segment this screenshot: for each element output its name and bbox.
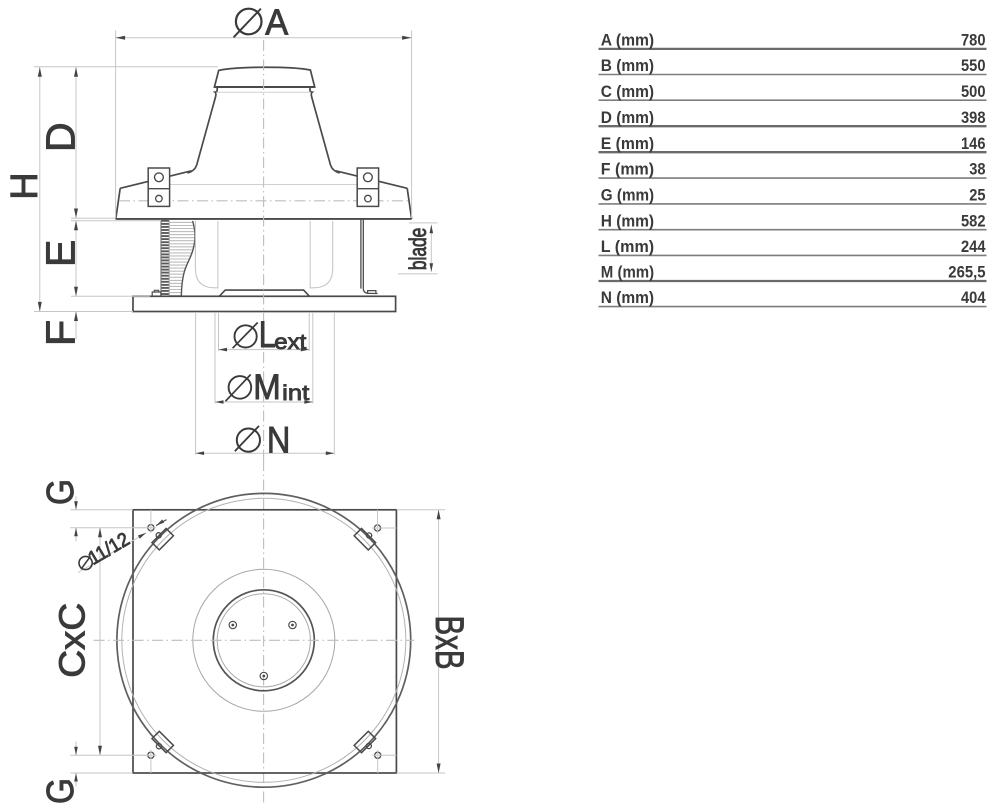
svg-text:L (mm): L (mm) bbox=[601, 237, 654, 256]
svg-text:11/12: 11/12 bbox=[84, 528, 133, 569]
svg-text:BxB: BxB bbox=[427, 616, 471, 670]
svg-text:M: M bbox=[253, 367, 281, 407]
svg-text:B (mm): B (mm) bbox=[601, 56, 654, 75]
svg-text:A: A bbox=[265, 1, 289, 42]
svg-text:F: F bbox=[38, 320, 84, 347]
svg-text:CxC: CxC bbox=[52, 603, 93, 678]
svg-text:G: G bbox=[39, 778, 81, 804]
svg-text:N: N bbox=[267, 418, 291, 460]
svg-text:38: 38 bbox=[969, 160, 985, 179]
svg-text:582: 582 bbox=[961, 211, 986, 230]
svg-text:404: 404 bbox=[961, 288, 986, 307]
svg-text:244: 244 bbox=[961, 237, 986, 256]
svg-text:D: D bbox=[38, 122, 84, 152]
svg-text:L: L bbox=[259, 314, 276, 355]
svg-text:H: H bbox=[4, 172, 46, 199]
svg-text:E (mm): E (mm) bbox=[601, 134, 654, 153]
svg-text:D (mm): D (mm) bbox=[601, 108, 654, 127]
svg-text:N (mm): N (mm) bbox=[601, 288, 654, 307]
svg-text:A (mm): A (mm) bbox=[601, 31, 654, 50]
svg-text:G: G bbox=[39, 479, 81, 505]
svg-text:E: E bbox=[38, 240, 84, 267]
svg-text:blade: blade bbox=[405, 228, 432, 271]
svg-text:H (mm): H (mm) bbox=[601, 211, 654, 230]
svg-text:M (mm): M (mm) bbox=[601, 263, 654, 282]
svg-text:int: int bbox=[282, 381, 309, 405]
svg-text:146: 146 bbox=[961, 134, 986, 153]
svg-text:550: 550 bbox=[961, 56, 986, 75]
svg-text:G (mm): G (mm) bbox=[601, 186, 654, 205]
svg-text:ext: ext bbox=[274, 330, 306, 354]
svg-text:500: 500 bbox=[961, 82, 986, 101]
svg-text:398: 398 bbox=[961, 108, 986, 127]
svg-text:265,5: 265,5 bbox=[948, 263, 985, 282]
svg-text:C (mm): C (mm) bbox=[601, 82, 654, 101]
svg-text:780: 780 bbox=[961, 31, 986, 50]
svg-text:F (mm): F (mm) bbox=[601, 160, 654, 179]
svg-text:25: 25 bbox=[969, 186, 985, 205]
